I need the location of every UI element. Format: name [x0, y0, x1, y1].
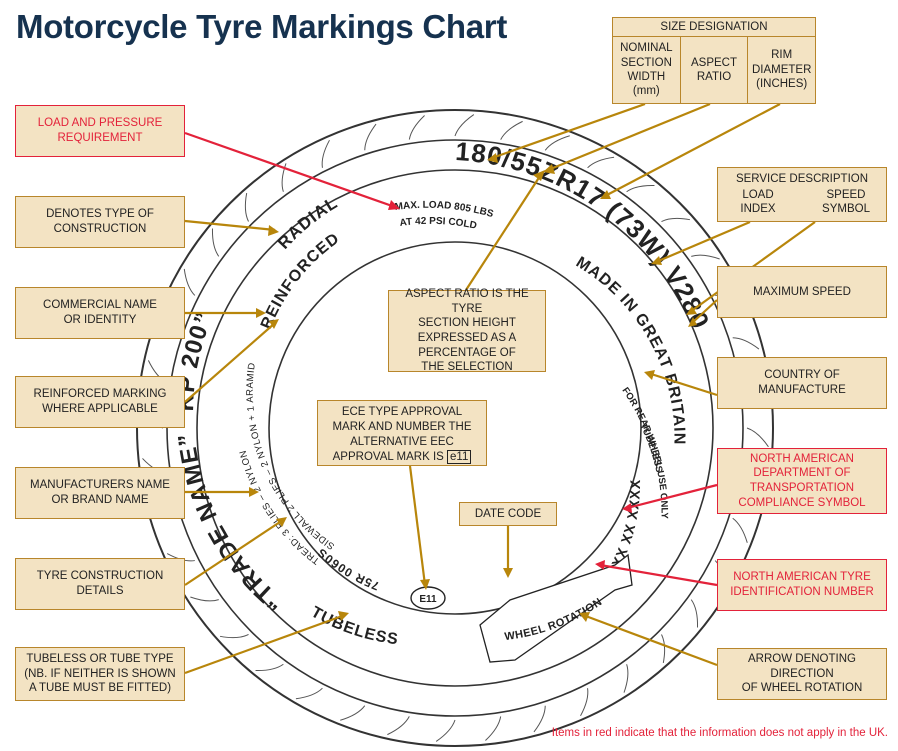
tread-groove: [587, 156, 615, 169]
tread-groove: [295, 687, 323, 700]
tread-groove: [485, 716, 502, 741]
country-label: COUNTRY OF MANUFACTURE: [717, 357, 887, 409]
tread-groove: [500, 120, 523, 140]
tubeless-type-label: TUBELESS OR TUBE TYPE (NB. IF NEITHER IS…: [15, 647, 185, 701]
service-description-title: SERVICE DESCRIPTION: [735, 173, 869, 185]
speed-symbol-label: SPEED SYMBOL: [822, 189, 870, 216]
tread-groove: [211, 228, 220, 257]
tread-groove: [255, 663, 284, 672]
tread-groove: [732, 517, 748, 543]
aspect-ratio-label: ASPECT RATIO: [681, 37, 749, 103]
tread-groove: [364, 123, 377, 151]
tread-groove: [544, 135, 570, 151]
date-code-label: DATE CODE: [459, 502, 557, 526]
tread-groove: [533, 705, 546, 733]
svg-text:E11: E11: [419, 594, 437, 605]
tread-groove: [435, 719, 456, 742]
tread-groove: [454, 114, 475, 137]
load-index-label: LOAD INDEX: [740, 189, 776, 216]
ece-approval-text: ECE TYPE APPROVAL MARK AND NUMBER THE AL…: [332, 406, 472, 463]
tread-groove: [623, 664, 629, 693]
maximum-speed-label: MAXIMUM SPEED: [717, 266, 887, 318]
rotation-direction-label: ARROW DENOTING DIRECTION OF WHEEL ROTATI…: [717, 648, 887, 700]
tread-groove: [661, 634, 666, 664]
e11-circle-mark: E11: [410, 586, 446, 610]
e11-mark: e11: [447, 449, 472, 465]
service-description-box: SERVICE DESCRIPTION LOAD INDEX SPEED SYM…: [717, 167, 887, 222]
footnote: Items in red indicate that the informati…: [551, 727, 888, 739]
tread-groove: [387, 716, 410, 736]
tread-groove: [691, 254, 720, 260]
tread-groove: [626, 184, 655, 193]
tread-groove: [732, 337, 760, 350]
construction-type-label: DENOTES TYPE OF CONSTRUCTION: [15, 196, 185, 248]
commercial-name-label: COMMERCIAL NAME OR IDENTITY: [15, 287, 185, 339]
nominal-section-width-label: NOMINAL SECTION WIDTH (mm): [613, 37, 681, 103]
tread-groove: [244, 192, 249, 222]
reinforced-marking-label: REINFORCED MARKING WHERE APPLICABLE: [15, 376, 185, 428]
tread-groove: [321, 139, 330, 168]
tread-groove: [281, 163, 287, 192]
rim-diameter-label: RIM DIAMETER (INCHES): [751, 49, 812, 91]
tread-groove: [340, 705, 366, 721]
aspect-ratio-note: ASPECT RATIO IS THE TYRE SECTION HEIGHT …: [388, 288, 546, 373]
size-designation-header: SIZE DESIGNATION: [613, 18, 815, 37]
size-designation-box: SIZE DESIGNATION NOMINAL SECTION WIDTH (…: [612, 17, 816, 104]
manufacturer-name-label: MANUFACTURERS NAME OR BRAND NAME: [15, 467, 185, 519]
tread-groove: [661, 217, 691, 222]
tread-groove: [746, 427, 769, 448]
tread-groove: [219, 634, 249, 639]
ece-approval-box: ECE TYPE APPROVAL MARK AND NUMBER THE AL…: [317, 400, 487, 466]
tread-groove: [190, 596, 219, 602]
dot-symbol-label: NORTH AMERICAN DEPARTMENT OF TRANSPORTAT…: [717, 448, 887, 514]
tyre-id-label: NORTH AMERICAN TYRE IDENTIFICATION NUMBE…: [717, 559, 887, 611]
tread-groove: [183, 268, 196, 296]
tread-groove: [690, 599, 699, 628]
load-pressure-label: LOAD AND PRESSURE REQUIREMENT: [15, 105, 185, 157]
page-title: Motorcycle Tyre Markings Chart: [16, 8, 508, 45]
leader-lines: [184, 102, 816, 675]
tread-groove: [580, 688, 589, 717]
construction-details-label: TYRE CONSTRUCTION DETAILS: [15, 558, 185, 610]
tread-groove: [408, 115, 425, 140]
